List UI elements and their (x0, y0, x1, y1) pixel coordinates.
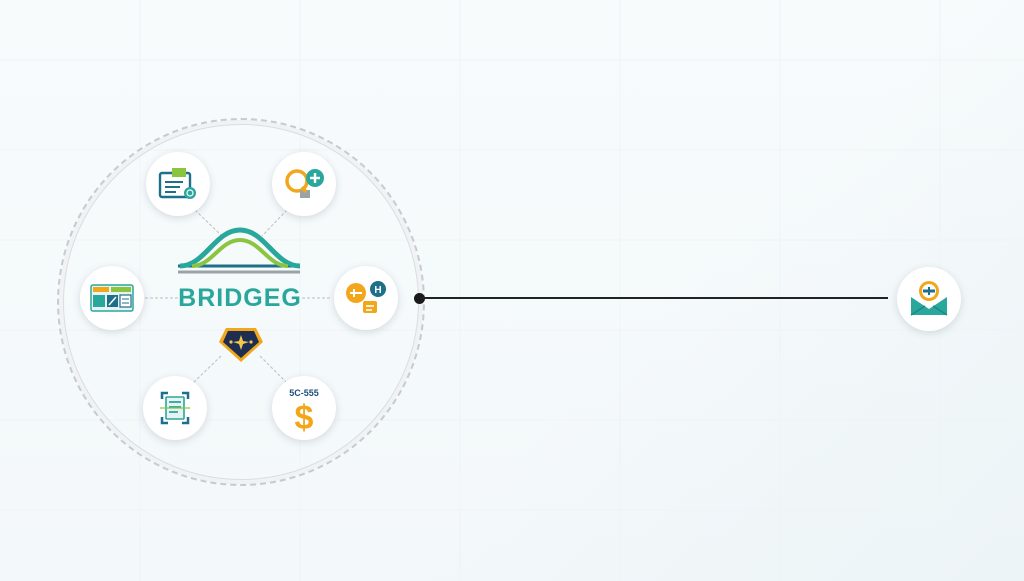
node-exchange[interactable]: H (334, 266, 398, 330)
node-search[interactable] (272, 152, 336, 216)
connector-dot (414, 293, 425, 304)
envelope-plus-icon (910, 281, 948, 316)
brand-logo: BRIDGEG (150, 222, 330, 314)
dollar-icon: $ (295, 399, 314, 435)
svg-text:$: $ (295, 399, 314, 435)
spoke-top-right (261, 209, 288, 237)
bridge-arch-icon (178, 227, 301, 274)
brand-name: BRIDGEG (178, 284, 302, 312)
connector-line (420, 297, 888, 299)
document-badge-icon (158, 168, 196, 199)
node-dashboard[interactable] (80, 266, 144, 330)
currency-exchange-icon: H (346, 281, 386, 313)
spoke-bottom-left (191, 355, 222, 385)
document-scan-icon (160, 391, 190, 425)
spoke-bottom-right (259, 355, 289, 385)
spoke-top-left (194, 209, 223, 237)
star-badge-icon (218, 326, 264, 364)
node-scan[interactable] (143, 376, 207, 440)
node-document[interactable] (146, 152, 210, 216)
svg-text:H: H (374, 285, 381, 296)
hub-boundary-circle (57, 118, 425, 486)
node-external[interactable] (897, 267, 961, 331)
node-money[interactable]: 5C-555 $ (272, 376, 336, 440)
money-label: 5C-555 (289, 388, 319, 398)
search-add-icon (285, 169, 324, 198)
dashboard-panel-icon (90, 284, 134, 312)
